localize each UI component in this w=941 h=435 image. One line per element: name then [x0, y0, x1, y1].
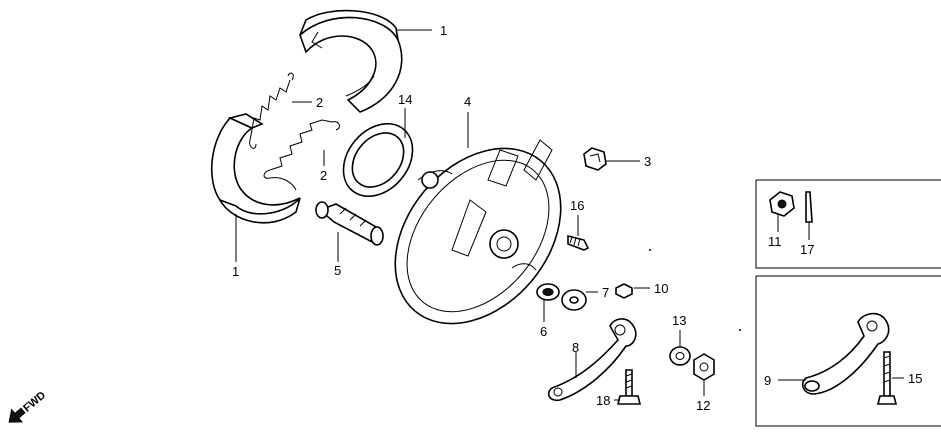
- callout-2-upper: 2: [316, 95, 323, 110]
- callout-17: 17: [800, 242, 814, 257]
- brake-shoe-lower: [210, 113, 301, 262]
- spring-lower: [263, 119, 340, 179]
- nut-12: [693, 353, 715, 396]
- fwd-arrow: FWD: [8, 389, 48, 423]
- washer-7: [561, 289, 598, 311]
- callout-1-upper: 1: [440, 23, 447, 38]
- scan-dot: [649, 249, 651, 251]
- brake-panel: [394, 112, 562, 325]
- inset-box-lower: [755, 275, 941, 427]
- callout-15: 15: [908, 371, 922, 386]
- scan-dot: [739, 329, 741, 331]
- nut-10: [615, 283, 650, 299]
- brake-arm-8: [547, 318, 637, 402]
- callout-13: 13: [672, 313, 686, 328]
- callout-7: 7: [602, 285, 609, 300]
- callout-9: 9: [764, 373, 771, 388]
- callout-10: 10: [654, 281, 668, 296]
- callout-2-lower: 2: [320, 168, 327, 183]
- washer-6: [536, 283, 560, 322]
- inset-box-upper: [755, 179, 941, 269]
- fwd-label: FWD: [21, 389, 48, 414]
- callout-18: 18: [596, 393, 610, 408]
- bolt-3: [583, 147, 640, 171]
- washer-13: [669, 330, 691, 366]
- callout-3: 3: [644, 154, 651, 169]
- callout-5: 5: [334, 263, 341, 278]
- brake-cam: [315, 201, 384, 262]
- callout-16: 16: [570, 198, 584, 213]
- bolt-16: [567, 215, 590, 251]
- callout-8: 8: [572, 340, 579, 355]
- callout-4: 4: [464, 94, 471, 109]
- oil-seal: [342, 108, 414, 198]
- callout-14: 14: [398, 92, 412, 107]
- bolt-18: [614, 369, 642, 405]
- callout-11: 11: [768, 234, 782, 249]
- brake-shoe-upper: [299, 9, 432, 113]
- callout-12: 12: [696, 398, 710, 413]
- spring-upper: [249, 72, 312, 149]
- callout-6: 6: [540, 324, 547, 339]
- callout-1-lower: 1: [232, 264, 239, 279]
